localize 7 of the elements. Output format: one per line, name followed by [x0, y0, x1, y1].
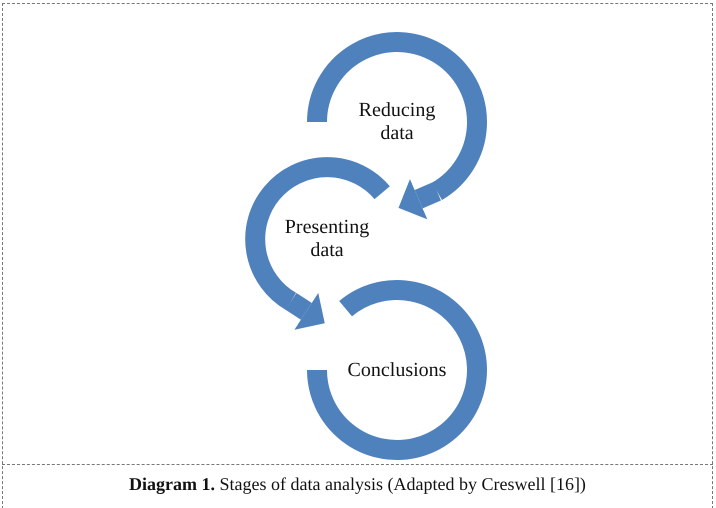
stage-label: Conclusions: [346, 358, 448, 382]
arrow: [398, 179, 441, 220]
stage-label: Reducing data: [358, 99, 436, 145]
ring-shape: [307, 280, 487, 460]
stage-label: Presenting data: [284, 216, 370, 262]
caption: Diagram 1. Stages of data analysis (Adapted by Creswell [16]): [129, 474, 586, 496]
arrow: [286, 292, 325, 330]
